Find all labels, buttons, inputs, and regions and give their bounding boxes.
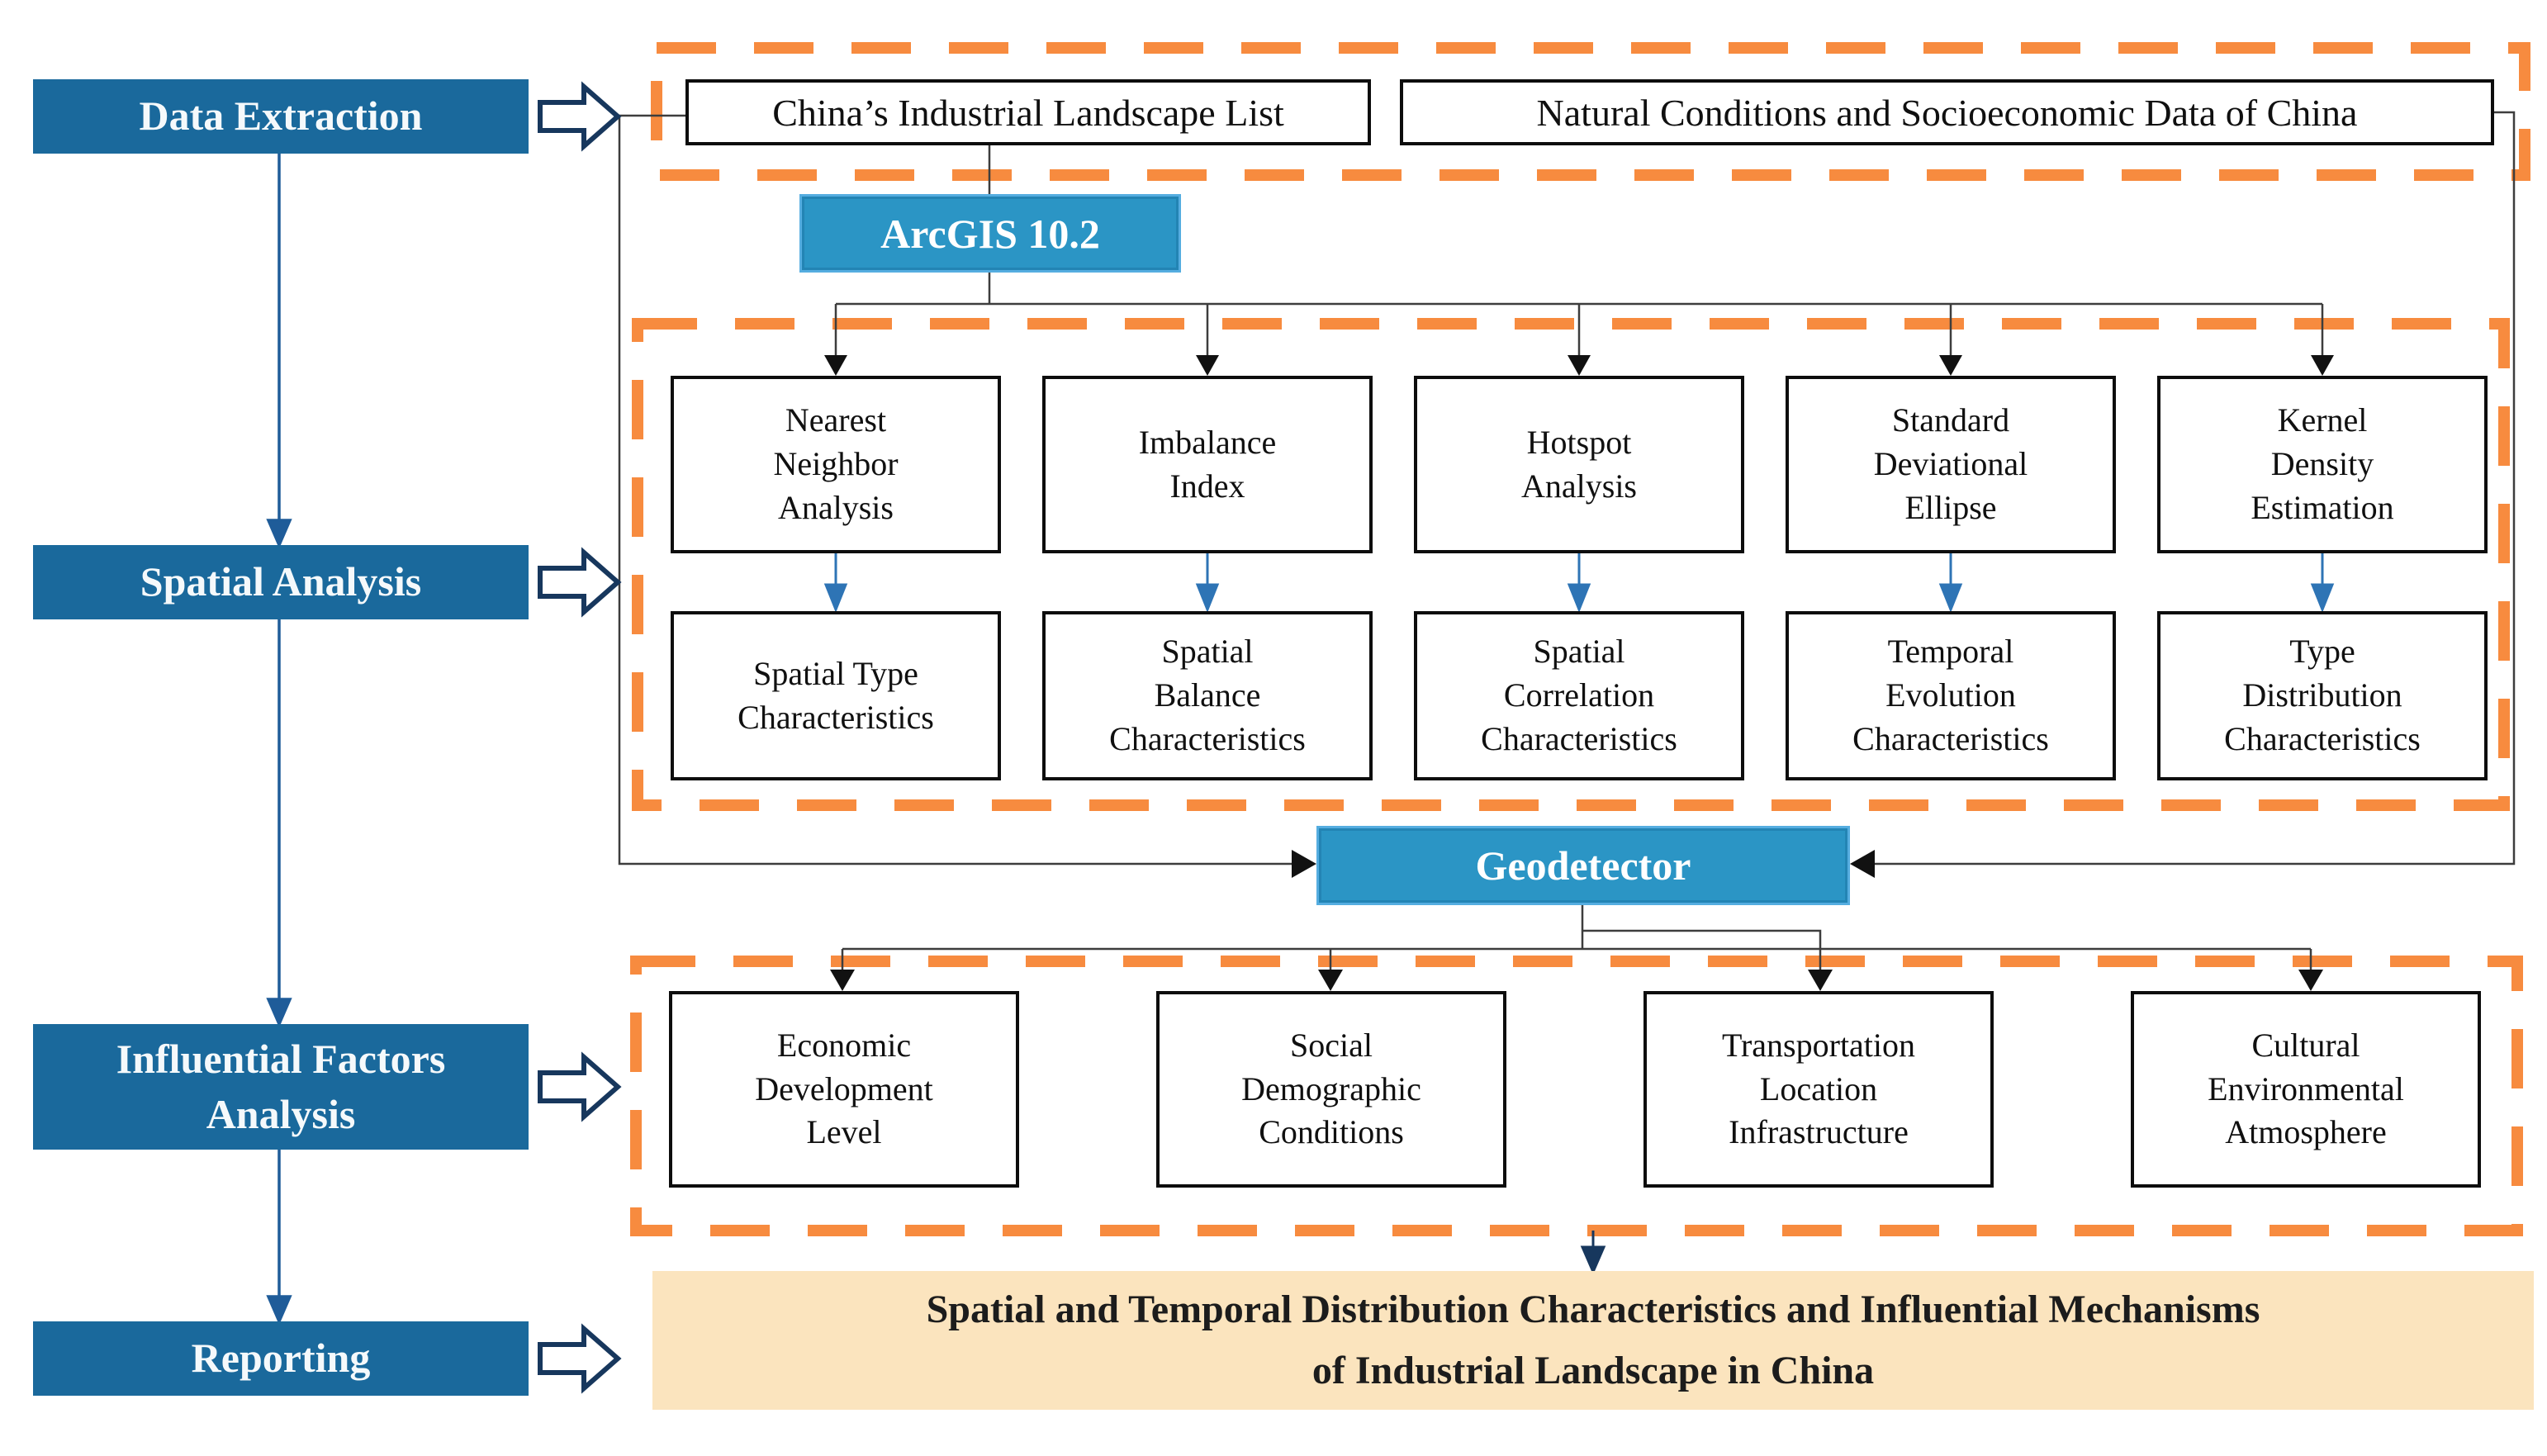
- tool-box-arcgis: ArcGIS 10.2: [799, 194, 1181, 273]
- down-arrow-icon: [1196, 355, 1219, 376]
- result-arrow: [1580, 1231, 1606, 1275]
- method-box-kernel-density: Kernel Density Estimation: [2157, 376, 2488, 553]
- stage-box-spatial-analysis: Spatial Analysis: [33, 545, 529, 619]
- down-arrow-icon: [1195, 583, 1220, 614]
- data-box-landscape-list: China’s Industrial Landscape List: [685, 79, 1371, 145]
- down-arrow-icon: [266, 1295, 292, 1326]
- factor-box-economic: Economic Development Level: [669, 991, 1019, 1188]
- stage-box-influential-factors: Influential Factors Analysis: [33, 1024, 529, 1150]
- stage-flow-line: [266, 154, 292, 1326]
- data-box-natural-socioeconomic: Natural Conditions and Socioeconomic Dat…: [1400, 79, 2494, 145]
- down-arrow-icon: [2298, 970, 2323, 991]
- down-arrow-icon: [266, 519, 292, 549]
- factor-box-transportation: Transportation Location Infrastructure: [1643, 991, 1994, 1188]
- method-arrowheads: [824, 355, 2334, 376]
- hollow-arrow-icon: [538, 81, 622, 152]
- down-arrow-icon: [823, 583, 848, 614]
- down-arrow-icon: [1567, 583, 1591, 614]
- down-arrow-icon: [1939, 355, 1962, 376]
- stage-box-data-extraction: Data Extraction: [33, 79, 529, 154]
- right-arrow-icon: [1292, 850, 1316, 878]
- characteristic-box-spatial-correlation: Spatial Correlation Characteristics: [1414, 611, 1744, 780]
- down-arrow-icon: [1808, 970, 1833, 991]
- factor-arrowheads: [830, 970, 2323, 991]
- method-box-standard-deviational-ellipse: Standard Deviational Ellipse: [1786, 376, 2116, 553]
- stage-arrows: [538, 81, 622, 1394]
- result-line-1: Spatial and Temporal Distribution Charac…: [926, 1287, 2260, 1331]
- connector-lines: [618, 111, 2516, 970]
- mini-arrows: [823, 553, 2335, 614]
- down-arrow-icon: [1580, 1245, 1606, 1275]
- hollow-arrow-icon: [538, 1051, 622, 1122]
- down-arrow-icon: [1568, 355, 1591, 376]
- method-box-nearest-neighbor: Nearest Neighbor Analysis: [671, 376, 1001, 553]
- characteristic-box-spatial-balance: Spatial Balance Characteristics: [1042, 611, 1373, 780]
- tool-box-geodetector: Geodetector: [1316, 826, 1850, 905]
- stage-box-reporting: Reporting: [33, 1321, 529, 1396]
- factor-box-social: Social Demographic Conditions: [1156, 991, 1506, 1188]
- down-arrow-icon: [2311, 355, 2334, 376]
- characteristic-box-spatial-type: Spatial Type Characteristics: [671, 611, 1001, 780]
- hollow-arrow-icon: [538, 1323, 622, 1394]
- characteristic-box-type-distribution: Type Distribution Characteristics: [2157, 611, 2488, 780]
- hollow-arrow-icon: [538, 547, 622, 618]
- down-arrow-icon: [830, 970, 855, 991]
- method-box-imbalance-index: Imbalance Index: [1042, 376, 1373, 553]
- factor-box-cultural: Cultural Environmental Atmosphere: [2131, 991, 2481, 1188]
- spatial-group-dashed-border: [632, 318, 2510, 811]
- result-box: Spatial and Temporal Distribution Charac…: [652, 1271, 2534, 1410]
- characteristic-box-temporal-evolution: Temporal Evolution Characteristics: [1786, 611, 2116, 780]
- down-arrow-icon: [1318, 970, 1343, 991]
- result-line-2: of Industrial Landscape in China: [1311, 1349, 1875, 1392]
- down-arrow-icon: [824, 355, 847, 376]
- down-arrow-icon: [266, 998, 292, 1028]
- data-group-dashed-border: [651, 42, 2530, 181]
- down-arrow-icon: [1938, 583, 1963, 614]
- left-arrow-icon: [1850, 850, 1875, 878]
- method-box-hotspot-analysis: Hotspot Analysis: [1414, 376, 1744, 553]
- down-arrow-icon: [2310, 583, 2335, 614]
